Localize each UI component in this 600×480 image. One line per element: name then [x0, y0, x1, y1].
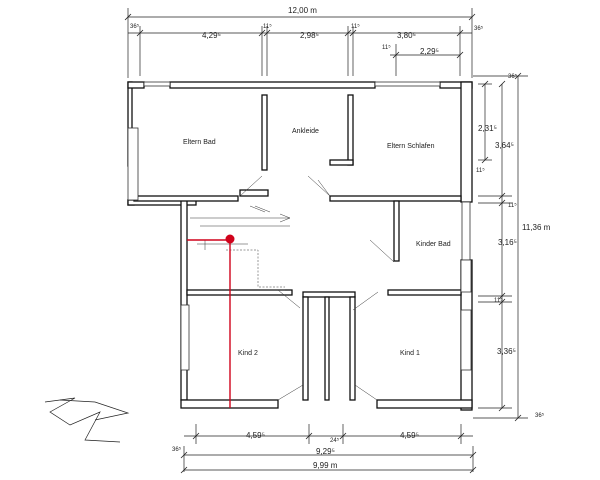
dim-right-336: 3,36⁵ — [497, 347, 516, 356]
right-dimension-chains — [473, 72, 528, 422]
dim-right-36-bottom: 36⁵ — [535, 412, 545, 419]
room-kinder-bad: Kinder Bad — [416, 241, 451, 248]
dim-top-11-b: 11⁵ — [351, 23, 360, 30]
dim-right-231: 2,31⁵ — [478, 124, 497, 133]
room-kind-1: Kind 1 — [400, 350, 420, 357]
windows — [127, 81, 472, 371]
dim-bottom-459-right: 4,59⁵ — [400, 431, 419, 440]
dim-right-11-b: 11⁵ — [508, 202, 517, 209]
dim-top-11-c: 11⁵ — [382, 44, 391, 51]
dim-top-429: 4,29⁵ — [202, 31, 221, 40]
dim-top-total: 12,00 m — [288, 6, 317, 15]
north-arrow-icon — [44, 397, 130, 443]
dim-bottom-24: 24⁵ — [330, 437, 340, 444]
dim-top-11-a: 11⁵ — [263, 23, 272, 30]
location-marker — [187, 234, 235, 408]
staircase — [190, 205, 291, 291]
dim-bottom-929: 9,29⁵ — [316, 447, 335, 456]
dim-right-316: 3,16⁵ — [498, 238, 517, 247]
dim-right-total: 11,36 m — [522, 223, 551, 232]
doors — [239, 175, 395, 401]
dim-top-229: 2,29⁵ — [420, 47, 439, 56]
dim-right-11-c: 11⁵ — [494, 297, 503, 304]
top-dimension-chains — [124, 8, 476, 78]
dim-top-298: 2,98⁵ — [300, 31, 319, 40]
dim-top-36-left: 36⁵ — [130, 23, 140, 30]
dim-right-11-a: 11⁵ — [476, 167, 485, 174]
dim-bottom-36: 36⁵ — [172, 446, 182, 453]
dim-bottom-459-left: 4,59⁵ — [246, 431, 265, 440]
room-eltern-bad: Eltern Bad — [183, 139, 216, 146]
dim-top-380: 3,80⁵ — [397, 31, 416, 40]
dim-bottom-999: 9,99 m — [313, 461, 338, 470]
room-kind-2: Kind 2 — [238, 350, 258, 357]
marker-dot — [225, 234, 235, 244]
room-ankleide: Ankleide — [292, 128, 319, 135]
dim-right-364: 3,64⁵ — [495, 141, 514, 150]
bottom-dimension-chains — [180, 424, 477, 474]
room-eltern-schlafen: Eltern Schlafen — [387, 143, 435, 150]
dim-top-36-right: 36⁵ — [474, 25, 484, 32]
dim-right-36-top: 36⁵ — [508, 73, 518, 80]
